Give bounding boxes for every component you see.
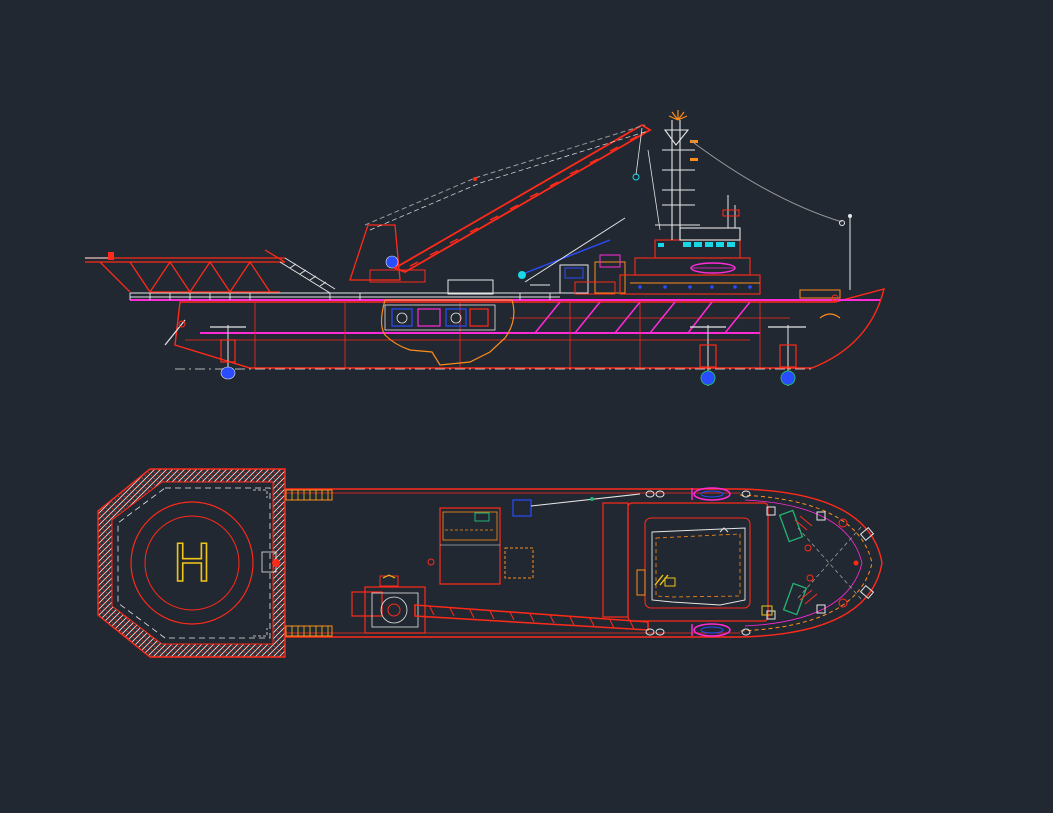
forestay-wire [689,139,843,223]
fwd-thruster-1 [690,325,726,386]
side-elevation-view [85,110,885,386]
helideck-h-marking: H [172,534,211,594]
rescue-boat [690,262,736,274]
helideck-stair [279,257,336,294]
deck-containers [447,254,626,295]
crane-pedestal [349,224,426,283]
main-mast [655,120,700,240]
stair-starboard [285,625,333,637]
engine-machinery [384,304,496,331]
stern-roller [164,319,186,346]
porthole-row [638,285,752,289]
hawse-pipes [766,506,875,620]
provision-crane-plan [512,493,641,517]
deck-railing [129,292,560,300]
stack-mast [722,195,740,228]
superstructure [619,227,761,295]
bridge-windows [658,242,735,247]
deck-container-plan [439,507,501,585]
stair-port [285,489,333,501]
crane-boom-stowed [364,124,649,231]
mast-lights [668,110,698,161]
bulkheads [254,302,761,368]
rescue-boat-port [691,487,731,501]
stern-azimuth-thruster [210,325,246,380]
helideck-truss [85,249,286,294]
crane-boom-plan [414,604,649,631]
fwd-thruster-2 [768,325,806,386]
chain-lines [797,525,863,601]
rescue-boat-starboard [691,623,731,637]
bow-winch [799,289,841,319]
plan-view: H [97,468,883,658]
bollards [645,490,751,636]
engine-room-outline [380,299,515,366]
hull-plan-outline [279,488,883,638]
deck-container-dashed [504,547,534,579]
tank-diagonals [534,301,751,334]
helideck-antenna [85,252,114,260]
hull-outline [174,288,885,369]
superstructure-plan [602,502,769,622]
crane-plan [351,574,426,634]
bow-mast [839,214,852,290]
windlass-starboard [782,574,818,616]
windlass-port [778,509,813,552]
helideck-touchdown-circle [130,501,254,625]
provision-crane [518,217,626,286]
crane-boom [392,123,652,273]
helideck: H [97,468,286,658]
